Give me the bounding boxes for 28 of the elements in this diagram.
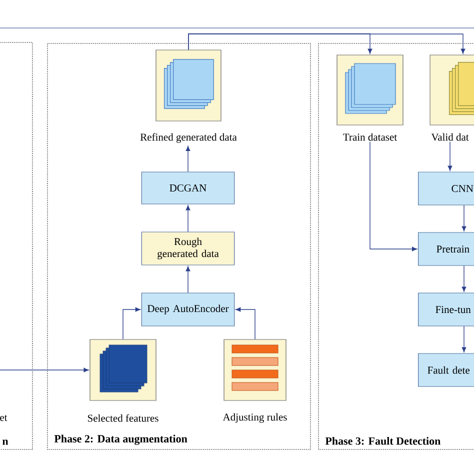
arrow: [0, 368, 89, 372]
process-box: DCGAN: [141, 172, 235, 204]
arrow: [122, 307, 140, 340]
arrow: [462, 204, 466, 232]
arrow: [188, 34, 466, 54]
arrow: [186, 205, 190, 232]
node-label: Adjusting rules: [222, 413, 287, 423]
process-box: Rough generated data: [141, 232, 235, 266]
arrow: [448, 142, 452, 171]
process-box: Fault dete: [418, 353, 474, 387]
node-label: et: [0, 415, 8, 422]
process-box: CNN: [418, 172, 474, 206]
arrow: [186, 146, 190, 172]
process-box: Deep AutoEncoder: [141, 292, 235, 326]
arrow: [370, 142, 418, 252]
panel-title: Phase 2: Data augmentation: [54, 434, 188, 445]
arrow: [462, 326, 466, 352]
arrow: [236, 307, 256, 340]
node-label: Refined generated data: [140, 133, 237, 143]
arrow: [462, 265, 466, 292]
arrow: [186, 266, 190, 294]
panel-title: Phase 3: Fault Detection: [325, 437, 440, 445]
process-box: Fine-tun: [418, 292, 474, 326]
process-box: Pretrain: [418, 232, 474, 266]
panel-title: n: [2, 440, 8, 445]
node-label: Selected features: [88, 414, 158, 422]
node-label: Train dataset: [343, 133, 398, 141]
node-label: Valid dat: [431, 133, 469, 141]
